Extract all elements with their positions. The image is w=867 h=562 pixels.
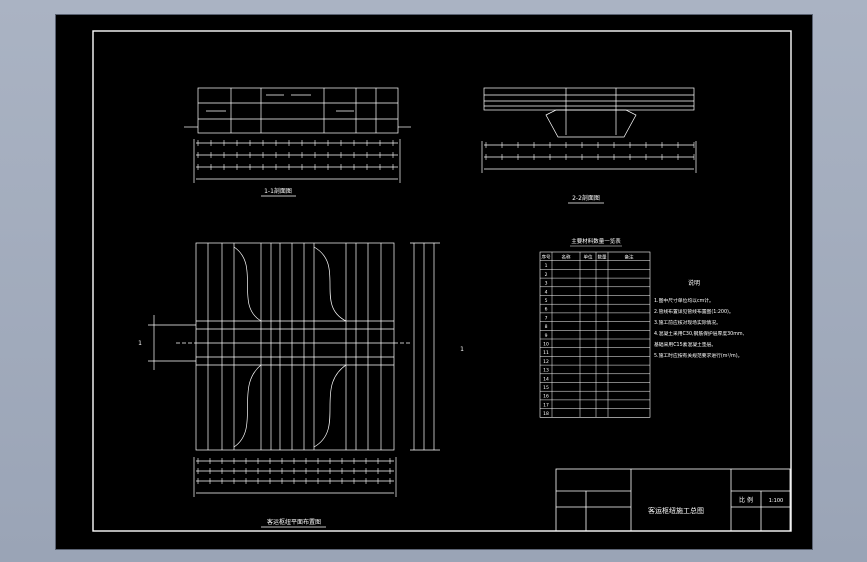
note-line: 2.管线布置详见管线布置图(1:200)。 xyxy=(654,308,734,315)
plan-view xyxy=(148,242,440,528)
table-cell: 5 xyxy=(545,298,548,304)
table-cell: 7 xyxy=(545,315,548,321)
notes-heading: 说明 xyxy=(688,279,700,287)
drawing-sheet: 1-1剖面图 2-2剖面图 xyxy=(55,14,813,550)
material-table-title: 主要材料数量一览表 xyxy=(571,237,621,245)
table-cell: 9 xyxy=(545,333,548,339)
table-cell: 3 xyxy=(545,281,548,287)
table-cell: 12 xyxy=(543,359,549,365)
note-line: 基础采用C15素混凝土垫层。 xyxy=(654,341,716,348)
cad-drawing: 1-1剖面图 2-2剖面图 xyxy=(92,30,792,532)
section-cut-mark-right: 1 xyxy=(460,346,464,353)
note-line: 5.施工时应按有关规范要求进行(m²/m)。 xyxy=(654,352,742,359)
drawing-title: 客运枢纽施工总图 xyxy=(648,506,704,515)
drawing-frame xyxy=(92,30,792,532)
section-1-1-view xyxy=(184,87,411,197)
table-cell: 14 xyxy=(543,376,549,382)
table-cell: 6 xyxy=(545,307,548,313)
note-line: 4.混凝土采用C30,钢筋保护层厚度30mm, xyxy=(654,330,745,337)
section-2-2-view xyxy=(481,87,697,204)
table-cell: 18 xyxy=(543,411,549,417)
table-cell: 2 xyxy=(545,272,548,278)
table-cell: 16 xyxy=(543,394,549,400)
note-line: 1.图中尺寸单位均以cm计。 xyxy=(654,297,714,304)
table-cell: 17 xyxy=(543,402,549,408)
table-header-cell: 名称 xyxy=(562,254,571,261)
section-1-1-caption: 1-1剖面图 xyxy=(264,187,292,195)
table-cell: 10 xyxy=(543,342,549,348)
table-cell: 15 xyxy=(543,385,549,391)
section-2-2-caption: 2-2剖面图 xyxy=(572,194,600,202)
section-cut-mark-left: 1 xyxy=(138,340,142,347)
plan-view-caption: 客运枢纽平面布置图 xyxy=(267,518,321,526)
table-cell: 11 xyxy=(543,350,549,356)
table-cell: 8 xyxy=(545,324,548,330)
notes-list: 1.图中尺寸单位均以cm计。 2.管线布置详见管线布置图(1:200)。 3.施工前… xyxy=(654,297,745,359)
note-line: 3.施工前应核对现场实际情况。 xyxy=(654,319,721,326)
table-header-cell: 序号 xyxy=(542,254,551,261)
scale-label: 比 例 xyxy=(739,496,753,504)
table-header-cell: 备注 xyxy=(625,254,634,261)
table-cell: 1 xyxy=(545,263,548,269)
material-table: 序号名称单位数量备注123456789101112131415161718 xyxy=(539,251,651,418)
scale-value: 1:100 xyxy=(769,498,783,504)
table-header-cell: 单位 xyxy=(584,254,593,261)
table-header-cell: 数量 xyxy=(598,254,607,261)
title-block xyxy=(555,468,791,532)
table-cell: 13 xyxy=(543,368,549,374)
table-cell: 4 xyxy=(545,289,548,295)
